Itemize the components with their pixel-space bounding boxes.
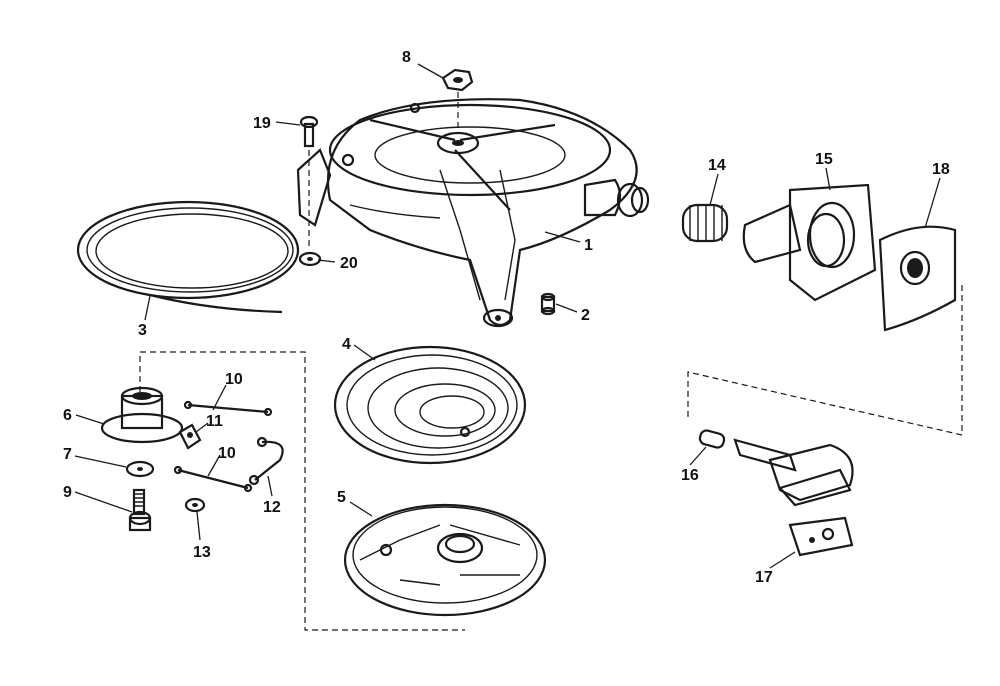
link-10-lower [173, 465, 253, 493]
label-18: 18 [932, 161, 950, 178]
washer-13 [184, 497, 206, 513]
label-14: 14 [708, 157, 726, 174]
screw-19 [299, 115, 319, 250]
label-5: 5 [337, 489, 346, 506]
pawl-11 [178, 423, 202, 450]
label-6: 6 [63, 407, 72, 424]
label-13: 13 [193, 544, 211, 561]
starter-rope-3 [76, 200, 300, 314]
pulley-5 [343, 503, 547, 617]
label-19: 19 [253, 115, 271, 132]
screw-9 [128, 488, 152, 532]
hex-nut-8 [441, 68, 474, 130]
assembly-guide-left [139, 351, 465, 631]
pin-2 [540, 292, 556, 316]
label-7: 7 [63, 446, 72, 463]
plate-18 [878, 225, 957, 332]
leader-lines [74, 63, 941, 569]
cam-6 [100, 386, 184, 444]
label-15: 15 [815, 151, 833, 168]
sleeve-16 [698, 429, 726, 449]
label-17: 17 [755, 569, 773, 586]
spring-14 [681, 203, 729, 243]
washer-7 [125, 460, 155, 478]
starter-handle [733, 438, 854, 507]
label-9: 9 [63, 484, 72, 501]
label-8: 8 [402, 49, 411, 66]
link-10-upper [183, 400, 273, 417]
assembly-guide-right [687, 285, 963, 436]
part-labels: 8 19 20 1 2 3 4 5 6 7 9 10 11 10 12 13 1… [63, 49, 950, 586]
recoil-spring-4 [333, 345, 527, 465]
label-4: 4 [342, 336, 351, 353]
label-1: 1 [584, 237, 593, 254]
label-11: 11 [206, 413, 223, 430]
label-12: 12 [263, 499, 281, 516]
retainer-15 [742, 183, 877, 302]
washer-20 [298, 251, 322, 267]
label-10-upper: 10 [225, 371, 243, 388]
clip-17 [788, 516, 854, 557]
label-16: 16 [681, 467, 699, 484]
label-20: 20 [340, 255, 358, 272]
label-2: 2 [581, 307, 590, 324]
spring-12 [248, 436, 284, 486]
label-10-lower: 10 [218, 445, 236, 462]
label-3: 3 [138, 322, 147, 339]
starter-housing [296, 98, 650, 328]
